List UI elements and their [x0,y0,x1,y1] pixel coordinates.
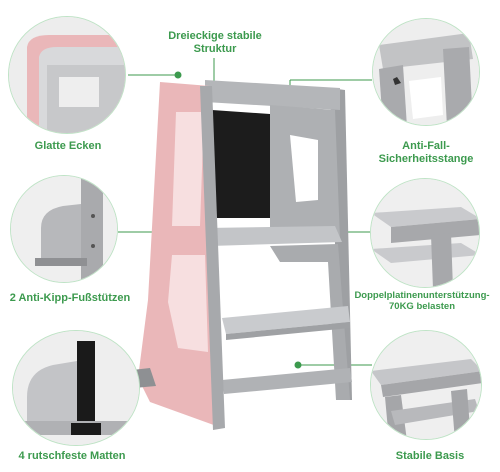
callout-support-line2: 70KG belasten [389,301,455,312]
tower-step-edge [226,322,350,340]
callout-support-label: Doppelplatinenunterstützung- 70KG belast… [346,290,498,312]
chalkboard [212,110,270,218]
corner-detail-image [9,17,125,133]
callout-antifall-line1: Anti-Fall- [402,140,450,152]
support-detail-image [371,179,479,287]
mats-detail-image [13,331,139,445]
base-detail-image [371,331,481,439]
callout-support-line1: Doppelplatinenunterstützung- [354,290,490,301]
detail-circle-corners [8,16,126,134]
tower-platform [205,226,342,246]
detail-circle-base [370,330,482,440]
callout-antifall-label: Anti-Fall- Sicherheitsstange [364,140,488,166]
callout-mats-label: 4 rutschfeste Matten [18,450,126,462]
callout-antifall-line2: Sicherheitsstange [378,153,474,165]
tower-right-window [290,135,318,202]
detail-circle-support [370,178,480,288]
callout-corners-label: Glatte Ecken [34,140,102,152]
tower-top-rail [205,80,340,110]
tower-step [222,306,350,334]
antifall-detail-image [373,19,479,125]
tower-front-leg [200,86,225,430]
tower-left-window-bottom [168,255,208,352]
feet-detail-image [11,176,117,282]
callout-feet-label: 2 Anti-Kipp-Fußstützen [9,292,131,304]
callout-top-line1: Dreieckige stabile [168,30,262,42]
connector-dot-corners [174,71,182,79]
callout-top-label: Dreieckige stabile Struktur [150,30,280,56]
tower-left-window-top [172,112,204,226]
callout-top-line2: Struktur [193,43,237,55]
detail-circle-mats [12,330,140,446]
connector-dot-base [294,361,302,369]
detail-circle-antifall [372,18,480,126]
detail-circle-feet [10,175,118,283]
tower-lower-frame [270,244,350,400]
callout-base-label: Stabile Basis [395,450,465,462]
tower-base-rail [222,368,352,394]
